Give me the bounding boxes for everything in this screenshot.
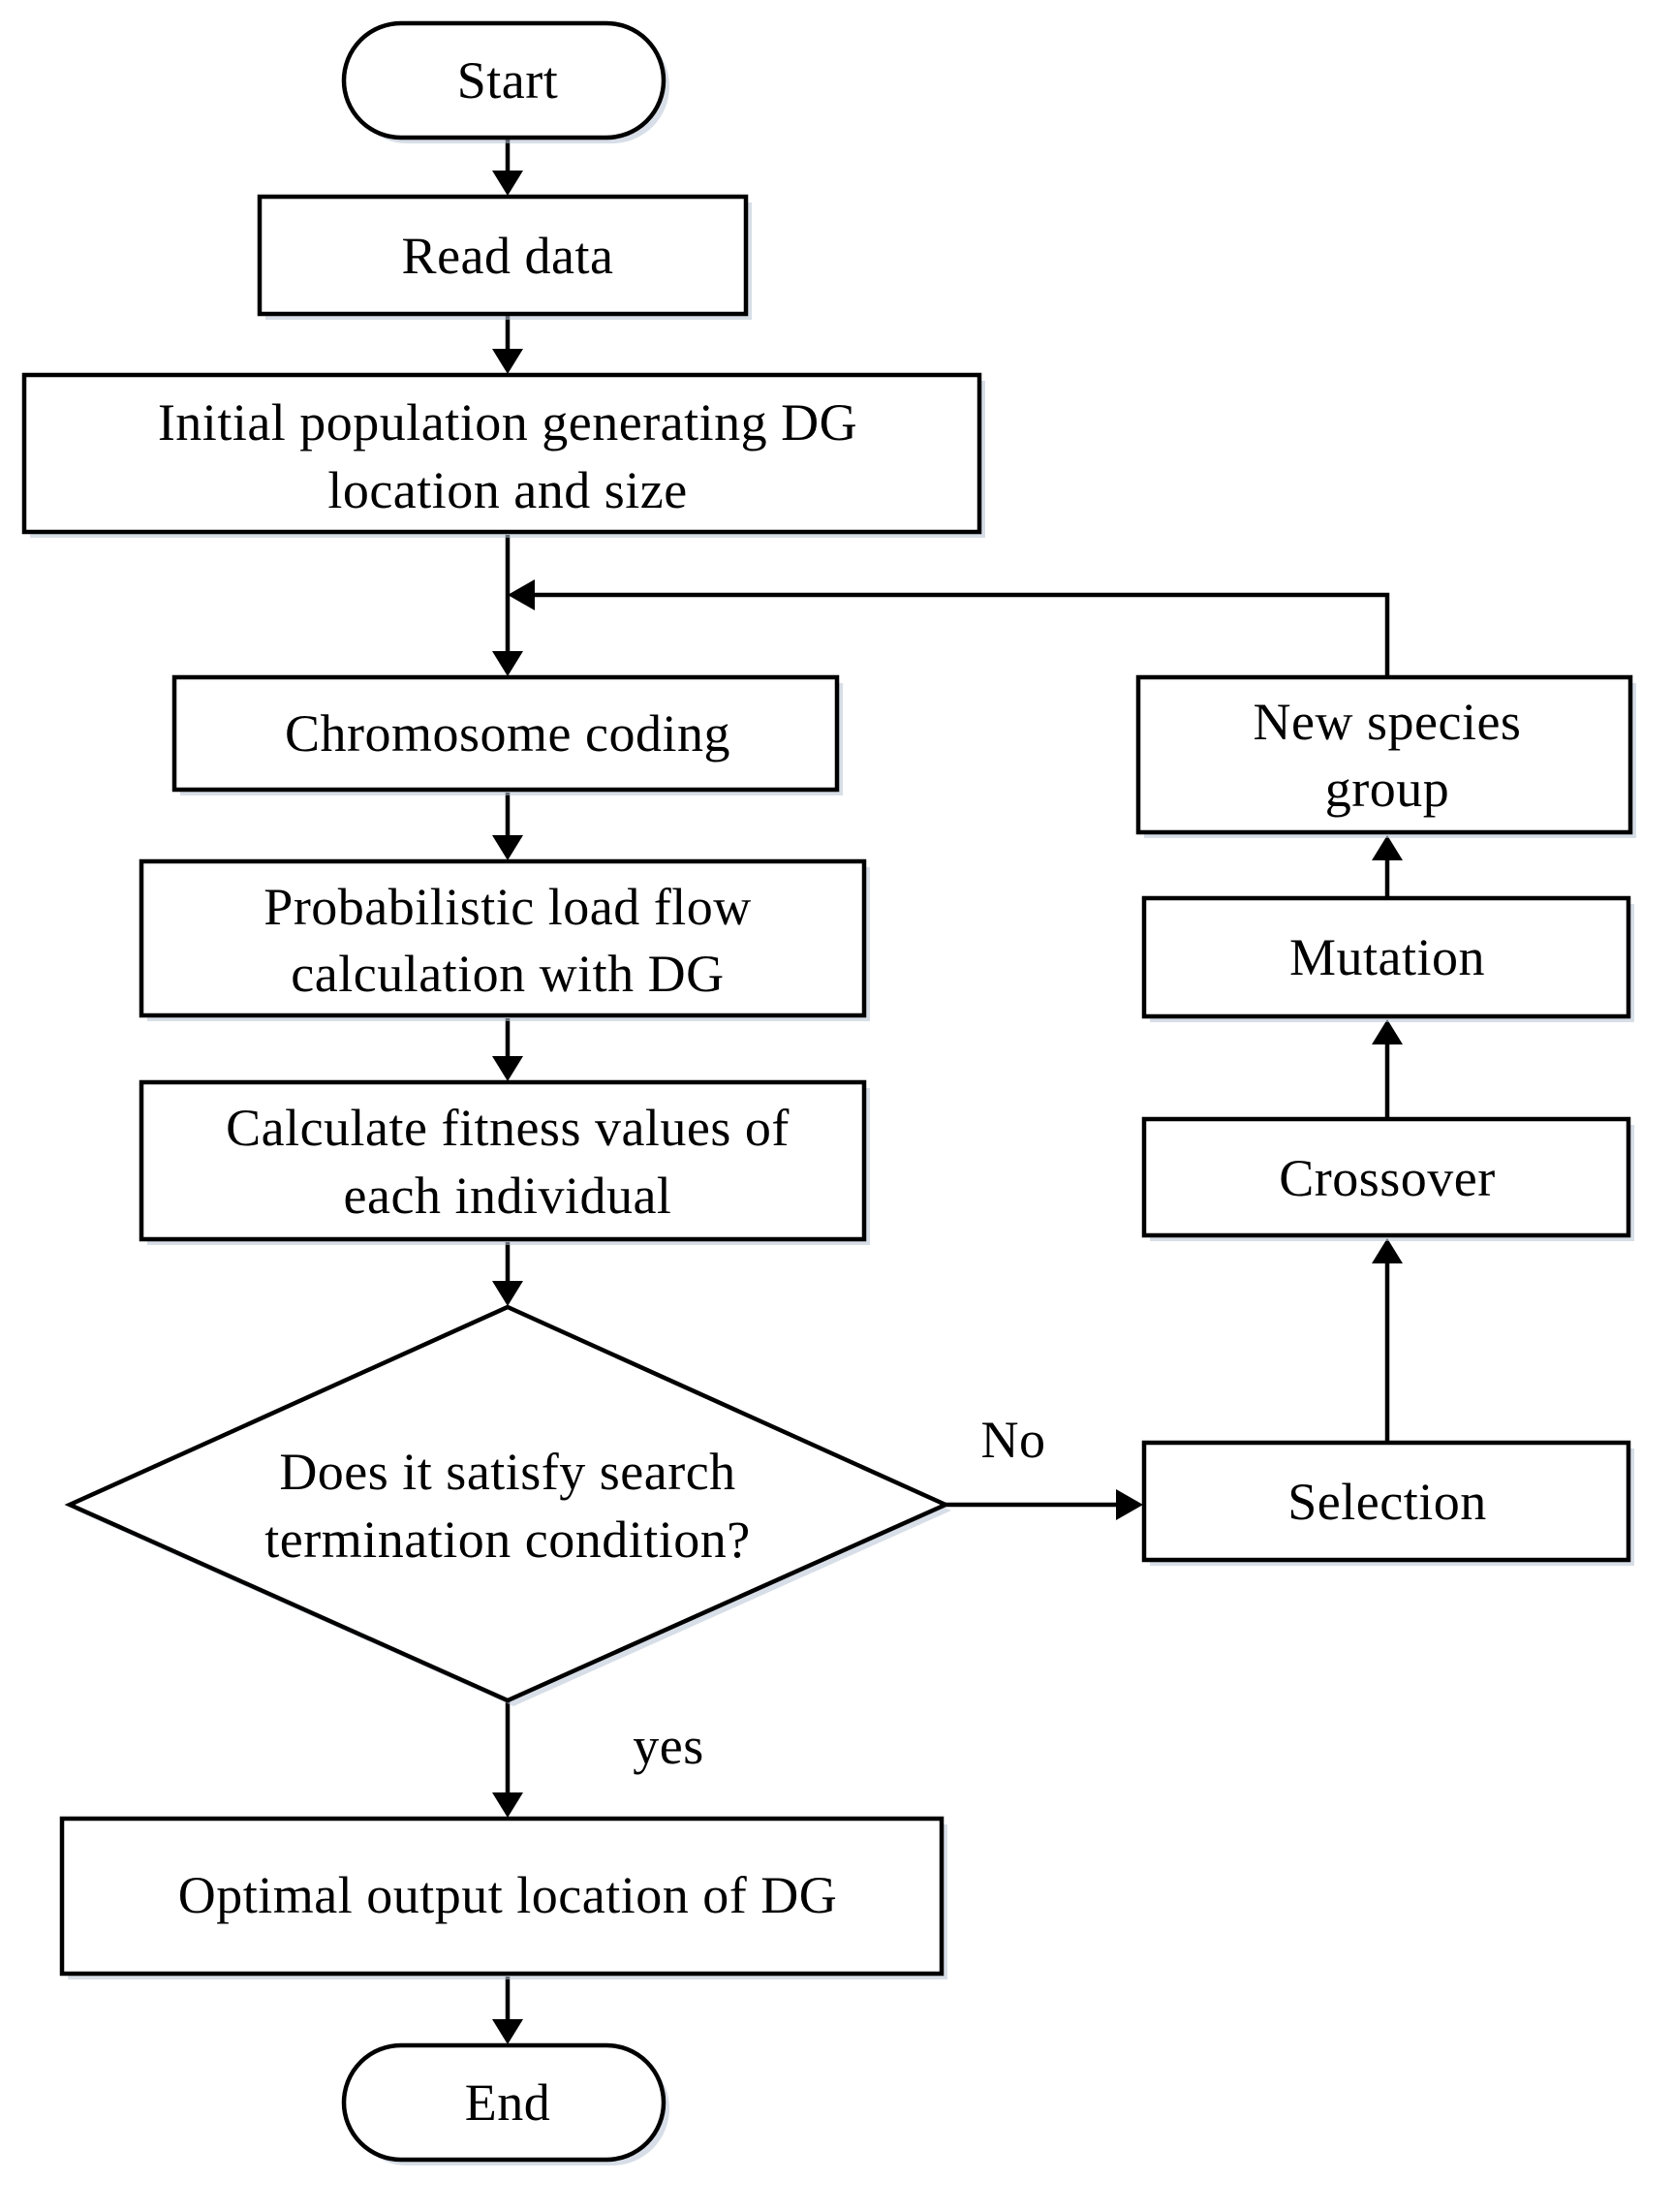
arrowhead <box>492 835 523 860</box>
fitness-line2: each individual <box>344 1167 672 1225</box>
chromosome-coding-label: Chromosome coding <box>285 704 730 763</box>
arrowhead <box>492 1056 523 1081</box>
optimal-output-label: Optimal output location of DG <box>178 1866 837 1924</box>
decision-line1: Does it satisfy search <box>279 1443 735 1501</box>
arrowhead <box>1116 1489 1143 1520</box>
arrowhead <box>492 2019 523 2044</box>
no-branch-label: No <box>981 1411 1046 1469</box>
arrowhead <box>492 1281 523 1306</box>
arrowhead <box>1372 1238 1403 1263</box>
initial-population-line1: Initial population generating DG <box>158 393 857 452</box>
start-label: Start <box>457 51 559 109</box>
arrow-newspecies-loop-back <box>531 592 1390 676</box>
load-flow-box: Probabilistic load flow calculation with… <box>139 858 870 1021</box>
decision-line2: termination condition? <box>264 1511 750 1569</box>
initial-population-box: Initial population generating DG locatio… <box>21 372 985 538</box>
selection-box: Selection <box>1141 1440 1634 1566</box>
new-species-line1: New species <box>1254 693 1522 751</box>
fitness-box: Calculate fitness values of each individ… <box>139 1079 870 1245</box>
new-species-box: New species group <box>1135 674 1636 838</box>
end-label: End <box>465 2073 551 2132</box>
arrowhead <box>508 579 535 610</box>
optimal-output-box: Optimal output location of DG <box>59 1816 947 1979</box>
read-data-label: Read data <box>402 227 614 285</box>
arrowhead <box>492 349 523 374</box>
crossover-label: Crossover <box>1279 1149 1495 1207</box>
mutation-box: Mutation <box>1141 895 1634 1022</box>
mutation-label: Mutation <box>1289 928 1485 986</box>
start-terminal: Start <box>341 20 669 143</box>
new-species-line2: group <box>1325 760 1449 818</box>
arrowhead <box>492 651 523 676</box>
end-terminal: End <box>341 2042 669 2165</box>
load-flow-line2: calculation with DG <box>291 945 724 1003</box>
selection-label: Selection <box>1287 1473 1486 1531</box>
arrowhead <box>1372 835 1403 860</box>
crossover-box: Crossover <box>1141 1116 1634 1241</box>
connectors <box>492 138 1403 2044</box>
read-data-box: Read data <box>257 194 752 320</box>
yes-branch-label: yes <box>633 1717 703 1775</box>
decision-diamond: Does it satisfy search termination condi… <box>64 1304 951 1706</box>
fitness-line1: Calculate fitness values of <box>226 1099 790 1157</box>
arrowhead <box>492 1792 523 1818</box>
chromosome-coding-box: Chromosome coding <box>171 674 843 795</box>
arrowhead <box>492 171 523 196</box>
arrowhead <box>1372 1019 1403 1044</box>
initial-population-line2: location and size <box>327 461 687 519</box>
load-flow-line1: Probabilistic load flow <box>264 878 751 936</box>
